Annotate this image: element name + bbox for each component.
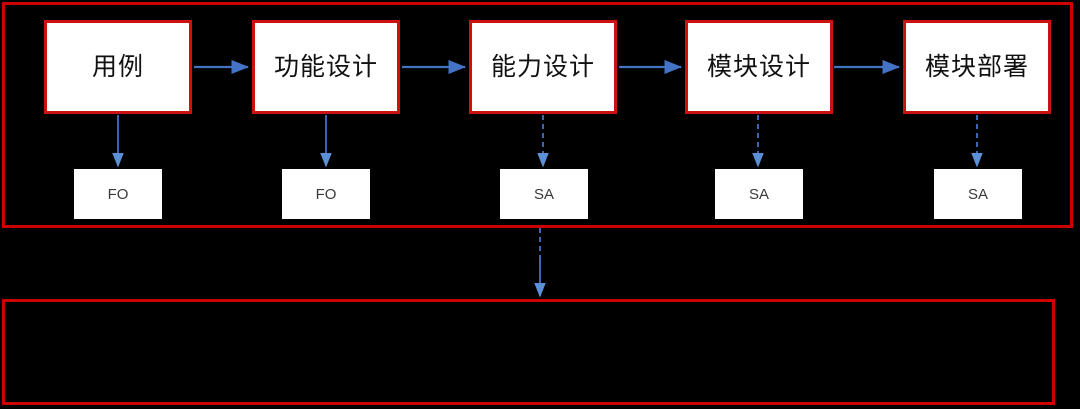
- artifact-label: FO: [107, 185, 129, 203]
- artifact-label: SA: [967, 185, 988, 203]
- artifact-label: SA: [748, 185, 769, 203]
- artifact-label: FO: [315, 185, 337, 203]
- stage-box-use-case[interactable]: 用例: [44, 20, 192, 114]
- stage-label: 模块部署: [924, 52, 1029, 81]
- stage-box-capability-design[interactable]: 能力设计: [469, 20, 617, 114]
- artifact-box-stage1[interactable]: FO: [74, 169, 162, 219]
- artifact-label: SA: [533, 185, 554, 203]
- stage-box-function-design[interactable]: 功能设计: [252, 20, 400, 114]
- artifact-box-stage4[interactable]: SA: [715, 169, 803, 219]
- artifact-box-stage2[interactable]: FO: [282, 169, 370, 219]
- stage-label: 能力设计: [490, 52, 595, 81]
- bottom-phase-container: [2, 299, 1055, 405]
- stage-label: 模块设计: [706, 52, 811, 81]
- stage-box-module-design[interactable]: 模块设计: [685, 20, 833, 114]
- artifact-box-stage5[interactable]: SA: [934, 169, 1022, 219]
- stage-label: 功能设计: [273, 52, 378, 81]
- artifact-box-stage3[interactable]: SA: [500, 169, 588, 219]
- stage-label: 用例: [91, 52, 144, 81]
- stage-box-module-deployment[interactable]: 模块部署: [903, 20, 1051, 114]
